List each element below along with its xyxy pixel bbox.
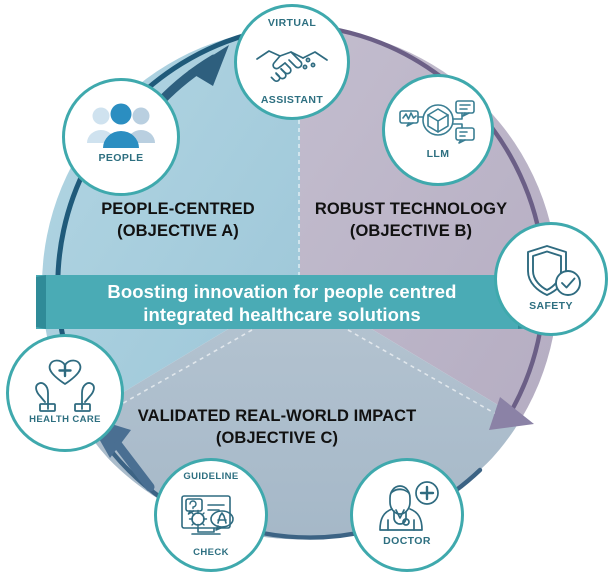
badge-llm-label: LLM [426, 148, 450, 161]
badge-guideline-check-label-bottom: CHECK [193, 547, 229, 559]
arc-objective-b [335, 27, 547, 411]
handshake-icon [256, 50, 328, 82]
badge-health-care-label: HEALTH CARE [29, 414, 101, 426]
badge-people-label: PEOPLE [98, 152, 144, 165]
three-people-icon [87, 103, 155, 149]
badge-guideline-check[interactable]: GUIDELINE CHECK [154, 458, 268, 572]
badge-virtual-assistant-label-bottom: ASSISTANT [260, 93, 324, 106]
badge-virtual-assistant-label-top: VIRTUAL [267, 17, 317, 29]
arrow-right-head [489, 397, 534, 430]
center-banner [36, 275, 528, 329]
monitor-gear-qa-icon [181, 495, 234, 535]
badge-safety[interactable]: SAFETY [494, 222, 608, 336]
hands-heart-cross-icon [35, 359, 95, 412]
cube-network-icon [399, 100, 475, 145]
doctor-icon [379, 481, 439, 531]
badge-guideline-check-label-top: GUIDELINE [183, 471, 239, 482]
badge-doctor[interactable]: DOCTOR [350, 458, 464, 572]
badge-llm[interactable]: LLM [382, 74, 494, 186]
badge-doctor-label: DOCTOR [383, 534, 431, 547]
arrow-top-head [188, 45, 229, 86]
badge-virtual-assistant[interactable]: VIRTUAL ASSISTANT [234, 4, 350, 120]
shield-check-icon [527, 245, 581, 296]
badge-safety-label: SAFETY [529, 299, 573, 312]
arrow-bottom-tail [113, 440, 155, 492]
badge-people[interactable]: PEOPLE [62, 78, 180, 196]
segment-dividers [103, 48, 497, 415]
badge-health-care[interactable]: HEALTH CARE [6, 334, 124, 452]
